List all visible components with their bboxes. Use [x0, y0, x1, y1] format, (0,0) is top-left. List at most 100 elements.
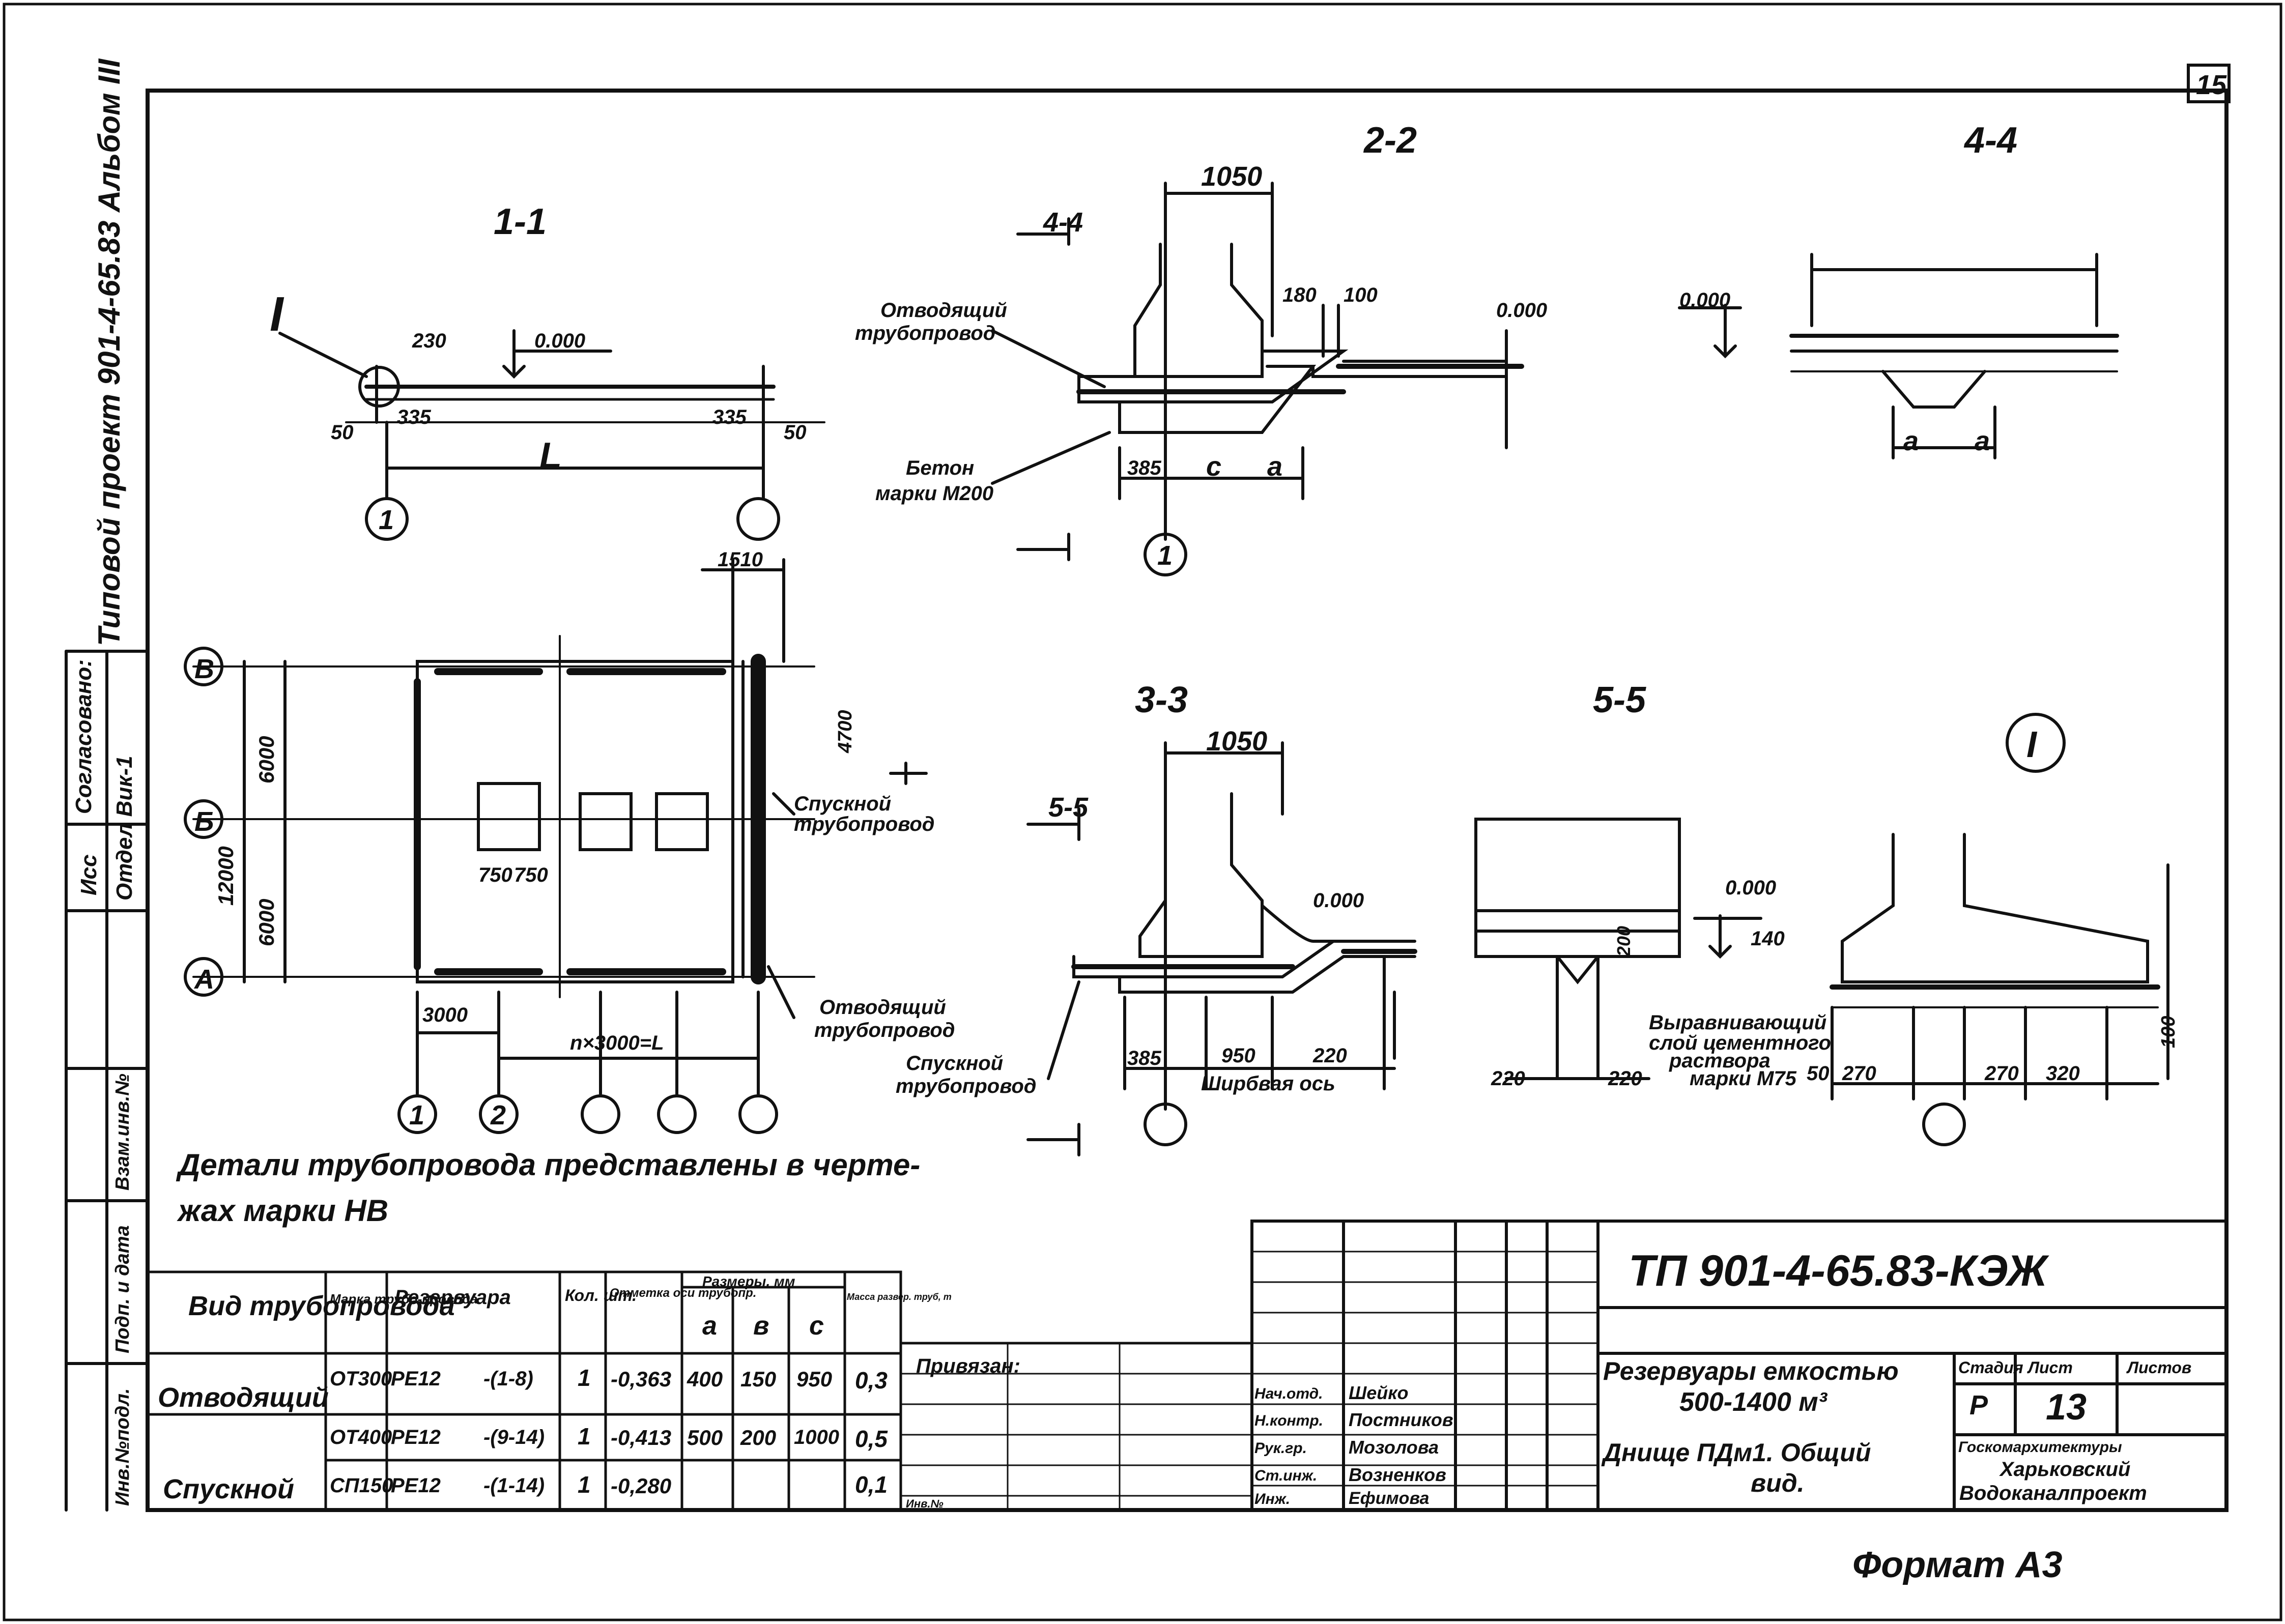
axis-marker-A: [184, 957, 223, 997]
table-cell-b: 150: [740, 1367, 777, 1391]
table-header-b: в: [753, 1311, 769, 1341]
dim-label: c: [1206, 451, 1222, 482]
dim-label: 6000: [254, 736, 278, 784]
format-label: Формат А3: [1852, 1545, 2063, 1585]
dim-label: 140: [1751, 927, 1785, 950]
dim-label: 1510: [718, 548, 763, 571]
dim-label: 230: [412, 330, 446, 352]
section-5-5-drawing: [1474, 818, 1762, 1080]
dim-label: 320: [2046, 1062, 2080, 1085]
note-line: жах марки НВ: [178, 1194, 389, 1228]
axis-marker-p4: [657, 1094, 697, 1134]
signer-role: Рук.гр.: [1254, 1440, 1307, 1457]
level-mark: 0.000: [1313, 889, 1364, 912]
label-leveling: слой цементного: [1649, 1032, 1832, 1054]
section-title-1-1: 1-1: [494, 201, 547, 242]
label-leveling: Выравнивающий: [1649, 1011, 1827, 1034]
dim-label: 1050: [1206, 726, 1268, 757]
dim-label: 180: [1282, 284, 1317, 306]
axis-marker-B: [184, 799, 223, 839]
table-cell-mark: ОТ300: [330, 1368, 392, 1390]
level-mark: 0.000: [534, 330, 586, 352]
section-2-2-drawing: [991, 182, 1524, 576]
label-spusk-3: Спускной: [906, 1052, 1004, 1075]
organization: Госкомархитектуры: [1958, 1439, 2122, 1456]
stamp-sign-date: Подп. и дата: [112, 1225, 133, 1353]
stage-value: Р: [1969, 1390, 1988, 1420]
label-beton: марки М200: [875, 482, 994, 505]
table-cell-range: -(1-8): [483, 1368, 533, 1390]
table-header-c: с: [809, 1311, 824, 1341]
section-title-2-2: 2-2: [1364, 120, 1417, 161]
approval-label: Согласовано:: [71, 659, 96, 814]
label-otvod: трубопровод: [855, 322, 996, 344]
axis-marker-V: [184, 647, 223, 686]
table-header-axis-level: Отметка оси трубопр.: [610, 1286, 757, 1300]
sheet-value: 13: [2046, 1387, 2087, 1428]
dim-label: 50: [1807, 1062, 1830, 1085]
dim-label: 750: [514, 864, 548, 886]
sheet-title: Днище ПДм1. Общий: [1603, 1438, 1871, 1467]
table-header-type: Вид трубопровода: [188, 1291, 455, 1321]
section-3-3-drawing: [1026, 741, 1417, 1156]
dim-label: 100: [2158, 1016, 2179, 1048]
dim-label: 750: [478, 864, 512, 886]
table-cell-reservoir: РЕ12: [391, 1474, 441, 1497]
sheet-header: Лист: [2028, 1358, 2073, 1377]
organization: Водоканалпроект: [1959, 1482, 2147, 1504]
organization: Харьковский: [2000, 1458, 2131, 1481]
section-4-4-drawing: [1678, 253, 2119, 459]
dim-label: a: [1267, 451, 1283, 482]
dim-label: 270: [1985, 1062, 2019, 1085]
table-header-mass: Масса развер. труб, т: [847, 1292, 952, 1302]
dim-label: 1050: [1201, 161, 1263, 192]
table-cell-qty: 1: [578, 1423, 591, 1449]
inv-number-label: Инв.№: [906, 1497, 944, 1510]
dim-label: 385: [1127, 1047, 1161, 1069]
detail-I-drawing: [1830, 713, 2169, 1146]
signer-name: Возненков: [1349, 1464, 1446, 1485]
stage-header: Стадия: [1958, 1358, 2023, 1377]
signer-role: Нач.отд.: [1254, 1385, 1323, 1402]
signer-name: Постников: [1349, 1409, 1453, 1430]
dim-label: 100: [1344, 284, 1378, 306]
table-header-a: а: [702, 1311, 717, 1341]
table-cell-b: 200: [740, 1426, 777, 1449]
table-cell-mass: 0,1: [855, 1471, 888, 1498]
section-cut-mark: 4-4: [1043, 207, 1083, 238]
project-title: Резервуары емкостью: [1603, 1357, 1899, 1385]
dim-label: 50: [784, 421, 807, 444]
axis-marker-p3: [581, 1094, 620, 1134]
dim-label: 335: [712, 406, 747, 428]
sheet-title: вид.: [1751, 1469, 1805, 1497]
label-otvod-plan: Отводящий: [819, 996, 946, 1019]
axis-label-B: Б: [194, 806, 214, 837]
table-cell-type: Отводящий: [158, 1382, 329, 1413]
axis-marker-3: [1144, 1103, 1187, 1146]
plan-view-drawing: [184, 558, 928, 1134]
dim-label: 220: [1491, 1067, 1525, 1090]
table-cell-level: -0,413: [611, 1426, 672, 1449]
dim-label: 335: [397, 406, 431, 428]
label-otvod-plan: трубопровод: [814, 1019, 955, 1041]
sheets-header: Листов: [2127, 1358, 2192, 1377]
signer-name: Ефимова: [1349, 1489, 1430, 1508]
table-cell-mark: ОТ400: [330, 1426, 392, 1448]
label-beton: Бетон: [906, 457, 975, 479]
section-1-1-drawing: [278, 329, 825, 541]
level-mark: 0.000: [1496, 299, 1548, 322]
table-cell-mass: 0,3: [855, 1367, 888, 1394]
approval-department: Отдел Вик-1: [112, 756, 137, 901]
table-cell-qty: 1: [578, 1471, 591, 1498]
table-cell-level: -0,280: [611, 1474, 672, 1498]
axis-marker-1b: [736, 497, 780, 541]
page-number: 15: [2196, 70, 2227, 100]
axis-label: 1: [1157, 540, 1173, 571]
table-cell-type: Спускной: [163, 1474, 295, 1504]
dim-label: 270: [1842, 1062, 1876, 1085]
level-mark: 0.000: [1679, 289, 1731, 311]
signer-role: Ст.инж.: [1254, 1467, 1318, 1484]
label-spusk: трубопровод: [794, 813, 935, 835]
axis-marker-p1: [397, 1094, 437, 1134]
